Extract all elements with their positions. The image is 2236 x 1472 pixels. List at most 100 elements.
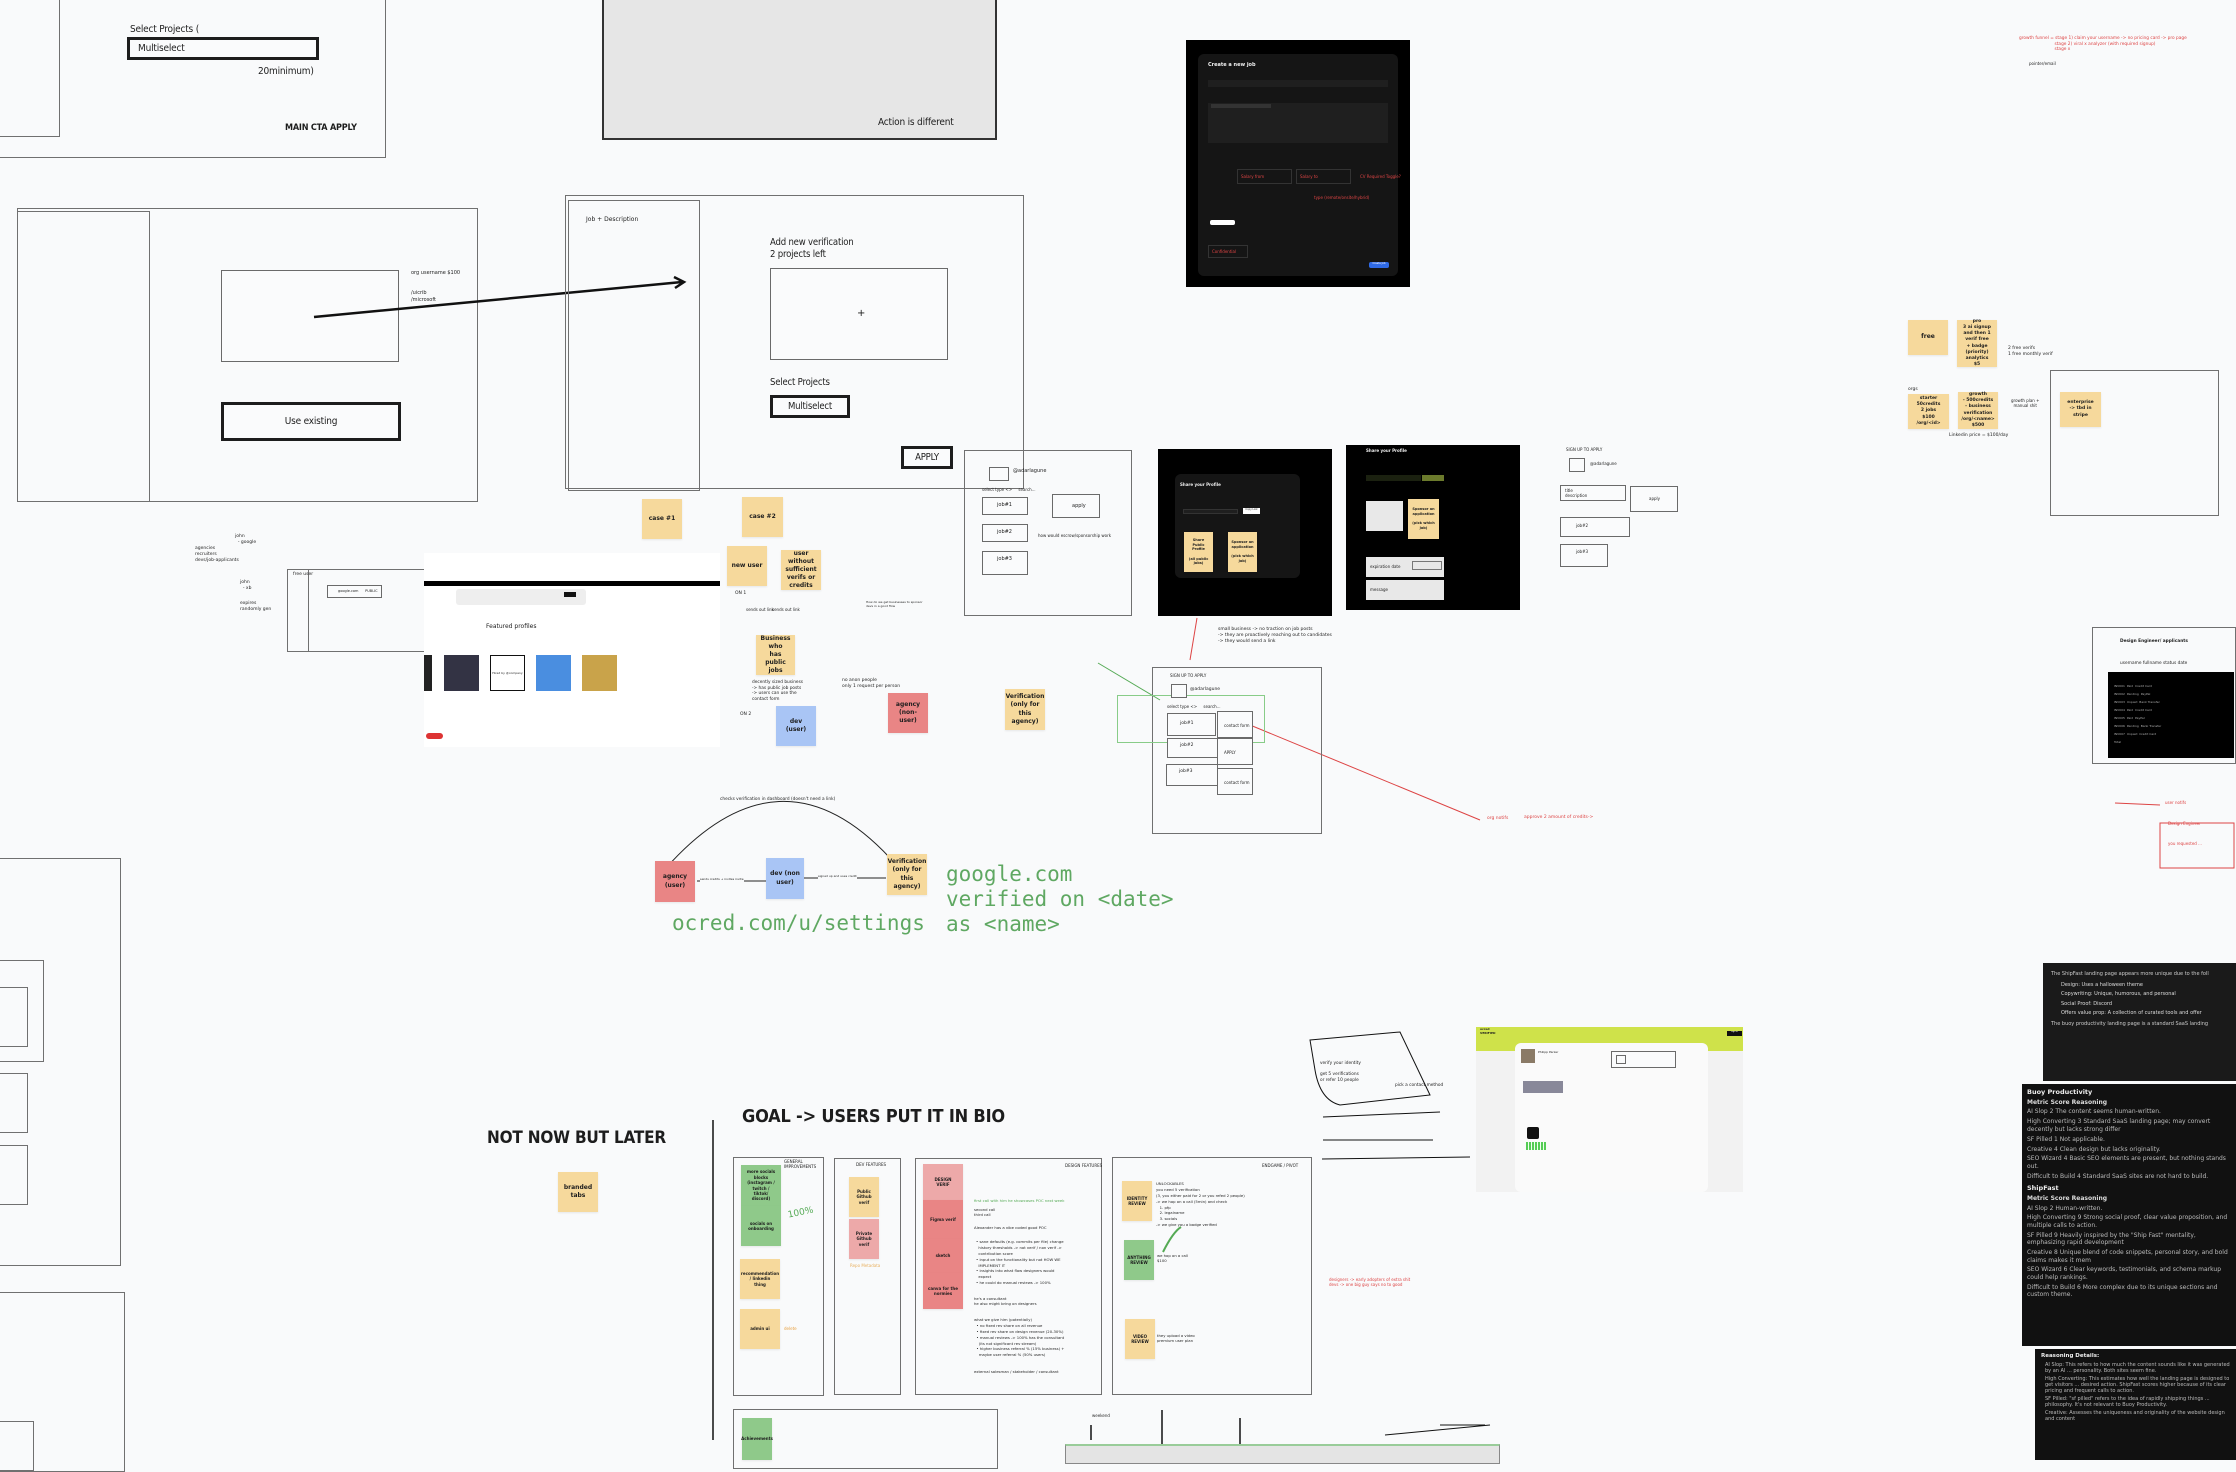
use-existing-button[interactable]: Use existing xyxy=(221,402,401,441)
recommendation-sticky[interactable]: recommendation / linkedin thing xyxy=(740,1259,780,1299)
ai-score-table[interactable]: Buoy Productivity Metric Score Reasoning… xyxy=(2022,1084,2236,1346)
left-inner-4[interactable] xyxy=(0,1145,28,1205)
job-1-row[interactable]: job#1 xyxy=(982,497,1028,515)
title-description-row[interactable]: title description xyxy=(1560,485,1626,501)
frame-sidebar[interactable] xyxy=(17,211,150,502)
sponsor-application-sticky[interactable]: Sponsor an application (pick which job) xyxy=(1228,532,1257,572)
signup-apply-button[interactable]: apply xyxy=(1630,486,1678,512)
create-job-screenshot[interactable]: Create a new job Salary from Salary to C… xyxy=(1186,40,1410,287)
business-public-jobs-sticky[interactable]: Business who has public jobs xyxy=(756,635,795,675)
contact-checkbox[interactable] xyxy=(1616,1055,1626,1064)
copy-link-button[interactable]: Copy Link xyxy=(1243,508,1260,514)
url-field-green[interactable] xyxy=(1366,475,1421,481)
sponsor-application-sticky-2[interactable]: Sponsor an application (pick which job) xyxy=(1408,499,1439,539)
verified-profile-screenshot[interactable]: ocred VERIFIED Sign in Philipp Parzer xyxy=(1476,1027,1743,1192)
ai-details-panel[interactable]: Reasoning Details: AI Slop: This refers … xyxy=(2035,1349,2236,1460)
case-1-sticky[interactable]: case #1 xyxy=(642,499,682,539)
frame-enterprise[interactable] xyxy=(2050,370,2219,516)
profile-card[interactable] xyxy=(424,655,432,691)
table-row[interactable]: INV004 Paid Credit Card xyxy=(2114,708,2152,712)
table-row[interactable]: INV006 Pending Bank Transfer xyxy=(2114,724,2162,728)
design-features-column[interactable] xyxy=(915,1158,1102,1395)
identity-review-sticky[interactable]: IDENTITY REVIEW xyxy=(1122,1181,1152,1221)
profile-card[interactable] xyxy=(536,655,571,691)
job-title-input[interactable] xyxy=(1208,80,1388,87)
message-row[interactable]: message xyxy=(1366,580,1444,600)
share-profile-screenshot-2[interactable]: Share your Profile Sponsor an applicatio… xyxy=(1346,445,1520,610)
contact-form-2[interactable]: contact form xyxy=(1217,768,1253,795)
share-profile-screenshot[interactable]: Share your Profile Copy Link Share Publi… xyxy=(1158,449,1332,616)
signup-frame-job-3[interactable]: job#3 xyxy=(1166,764,1218,786)
nav-bar[interactable] xyxy=(456,589,586,605)
new-user-sticky[interactable]: new user xyxy=(727,546,767,586)
left-inner-1[interactable] xyxy=(0,960,44,1062)
frame-apply-form[interactable] xyxy=(0,0,386,158)
google-public-row[interactable]: google.com PUBLIC xyxy=(327,585,382,598)
signup-frame-apply[interactable]: APPLY xyxy=(1217,738,1253,765)
frame-job-apply[interactable] xyxy=(565,195,1024,489)
salary-to-box[interactable] xyxy=(1296,169,1351,184)
free-user-sidebar[interactable] xyxy=(287,569,309,652)
achievements-sticky[interactable]: Achievements xyxy=(741,1418,773,1460)
contact-select-box[interactable] xyxy=(1611,1051,1676,1068)
private-github-sticky[interactable]: Private Github verif xyxy=(849,1219,879,1259)
confidential-box[interactable] xyxy=(1208,245,1248,258)
org-image-box[interactable] xyxy=(221,270,399,362)
signup-small-avatar[interactable] xyxy=(1569,458,1585,472)
apply-small-button[interactable]: apply xyxy=(1052,494,1100,518)
image-placeholder[interactable] xyxy=(1366,501,1403,531)
agency-user-sticky[interactable]: agency (user) xyxy=(655,861,695,902)
dev-user-sticky[interactable]: dev (user) xyxy=(776,706,816,746)
multiselect-box-2[interactable]: Multiselect xyxy=(770,395,850,418)
ai-summary-panel[interactable]: The ShipFast landing page appears more u… xyxy=(2043,963,2236,1081)
public-github-sticky[interactable]: Public Github verif xyxy=(849,1177,879,1217)
agency-non-user-sticky[interactable]: agency (non- user) xyxy=(888,693,928,733)
create-job-button[interactable]: Create Job xyxy=(1369,262,1389,268)
general-improvements-column[interactable] xyxy=(733,1157,824,1396)
left-frame-1[interactable] xyxy=(0,858,121,1266)
job-3-row[interactable]: job#3 xyxy=(982,551,1028,575)
table-row[interactable]: INV003 Unpaid Bank Transfer xyxy=(2114,700,2160,704)
profile-card[interactable] xyxy=(444,655,479,691)
signup-frame-avatar[interactable] xyxy=(1171,684,1187,698)
anything-review-sticky[interactable]: ANYTHING REVIEW xyxy=(1124,1240,1154,1280)
profile-url-field[interactable] xyxy=(1183,509,1238,514)
contact-form-1[interactable]: contact form xyxy=(1217,711,1253,738)
verification-sticky[interactable]: Verification (only for this agency) xyxy=(1005,689,1045,730)
signup-frame-job-1[interactable]: job#1 xyxy=(1167,713,1216,736)
plus-icon[interactable]: + xyxy=(857,308,866,319)
profile-card[interactable]: Hired by @company xyxy=(490,655,525,691)
socials-onboarding-sticky[interactable]: socials on onboarding xyxy=(741,1206,781,1246)
skill-chip[interactable] xyxy=(1210,220,1235,225)
pro-plan-sticky[interactable]: pro 3 ai signup and then 1 verif free + … xyxy=(1957,319,1997,367)
add-verification-box[interactable] xyxy=(770,268,948,360)
left-inner-2[interactable] xyxy=(0,987,28,1047)
sign-in-button[interactable]: Sign in xyxy=(1727,1031,1742,1036)
table-row[interactable]: INV005 Paid PayPal xyxy=(2114,716,2145,720)
left-inner-5[interactable] xyxy=(0,1421,34,1471)
timeline-box[interactable] xyxy=(1065,1444,1500,1464)
starter-plan-sticky[interactable]: starter 50credits 2 jobs $100 /org/<id> xyxy=(1908,394,1949,429)
avatar-placeholder[interactable] xyxy=(989,467,1009,481)
branded-tabs-sticky[interactable]: branded tabs xyxy=(558,1172,598,1212)
red-pill-button[interactable] xyxy=(426,733,443,739)
left-inner-3[interactable] xyxy=(0,1073,28,1133)
more-socials-sticky[interactable]: more socials blocks (instagram / twitch … xyxy=(741,1165,781,1206)
expiration-input[interactable] xyxy=(1412,561,1442,570)
design-verif-sticky[interactable]: DESIGN VERIF xyxy=(923,1164,963,1200)
dev-features-column[interactable] xyxy=(834,1158,901,1395)
salary-from-box[interactable] xyxy=(1237,169,1292,184)
sketch-sticky[interactable]: sketch xyxy=(923,1239,963,1273)
table-row[interactable]: INV007 Unpaid Credit Card xyxy=(2114,732,2157,736)
sidebar-placeholder[interactable] xyxy=(0,0,60,137)
case-2-sticky[interactable]: case #2 xyxy=(742,497,783,537)
figma-verif-sticky[interactable]: Figma verif xyxy=(923,1200,963,1239)
job-description-panel[interactable] xyxy=(568,200,700,491)
dev-non-user-sticky[interactable]: dev (non user) xyxy=(766,858,804,899)
growth-plan-sticky[interactable]: growth - 500credits - business verificat… xyxy=(1958,392,1998,429)
frame-profile-jobs[interactable] xyxy=(964,450,1132,616)
enterprise-plan-sticky[interactable]: enterprise -> tbd in stripe xyxy=(2060,392,2101,427)
video-review-sticky[interactable]: VIDEO REVIEW xyxy=(1125,1319,1155,1359)
multiselect-box[interactable] xyxy=(127,37,319,60)
expiration-row[interactable]: expiration date xyxy=(1366,557,1444,577)
